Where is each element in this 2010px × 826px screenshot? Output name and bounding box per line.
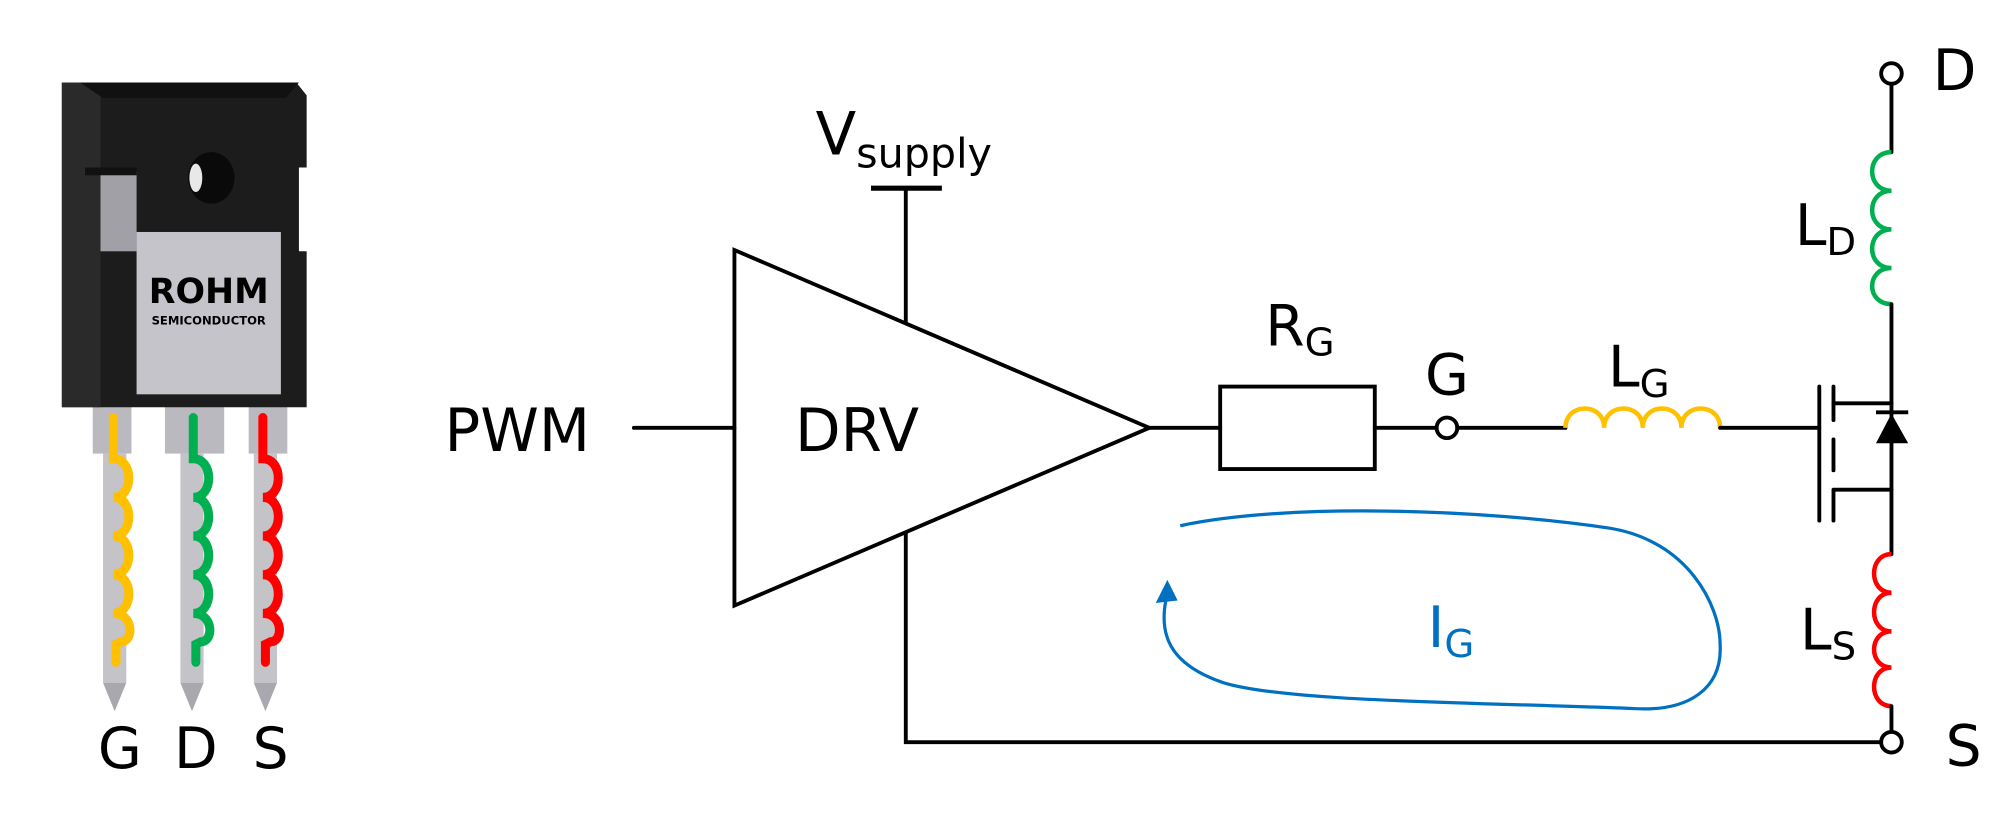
schematic: PWM DRV Vsupply RG G LG: [445, 38, 1982, 779]
gate-inductor: [1563, 406, 1723, 429]
return-wire: [903, 531, 1894, 745]
gate-current-label: IG: [1428, 595, 1475, 667]
mosfet-symbol: [1817, 384, 1894, 523]
gate-current-arrow-icon: [1155, 579, 1178, 604]
lead-inductance-source: [258, 413, 284, 667]
brand-subtitle: SEMICONDUCTOR: [152, 314, 266, 328]
gate-inductor-label: LG: [1608, 335, 1670, 407]
gate-terminal-label: G: [1425, 342, 1469, 408]
pin-label-gate: G: [98, 716, 142, 782]
source-terminal-label: S: [1946, 713, 1982, 779]
to247-package: ROHM SEMICONDUCTOR G D S: [61, 82, 307, 782]
supply-label: Vsupply: [816, 100, 992, 178]
lead-gate: [92, 402, 132, 712]
lead-inductance-drain: [188, 413, 215, 667]
lead-source: [248, 402, 288, 712]
lead-drain: [164, 402, 225, 712]
brand-logo: ROHM: [149, 272, 269, 312]
lead-inductance-gate: [108, 413, 135, 667]
source-inductor-label: LS: [1800, 597, 1856, 669]
drain-terminal-label: D: [1933, 38, 1977, 104]
driver-triangle: [732, 247, 1155, 609]
source-inductor: [1871, 551, 1892, 709]
gate-terminal: [1434, 415, 1460, 441]
pwm-label: PWM: [445, 396, 590, 465]
driver-label: DRV: [795, 396, 920, 465]
drain-inductor-label: LD: [1795, 193, 1856, 265]
drain-terminal: [1879, 61, 1904, 86]
pin-label-source: S: [253, 716, 289, 782]
drain-inductor: [1869, 149, 1892, 307]
gate-resistor: [1218, 384, 1377, 471]
gate-resistor-label: RG: [1265, 293, 1334, 365]
gate-current-loop: [1162, 509, 1722, 711]
source-terminal: [1879, 729, 1904, 755]
pin-label-drain: D: [174, 716, 218, 782]
